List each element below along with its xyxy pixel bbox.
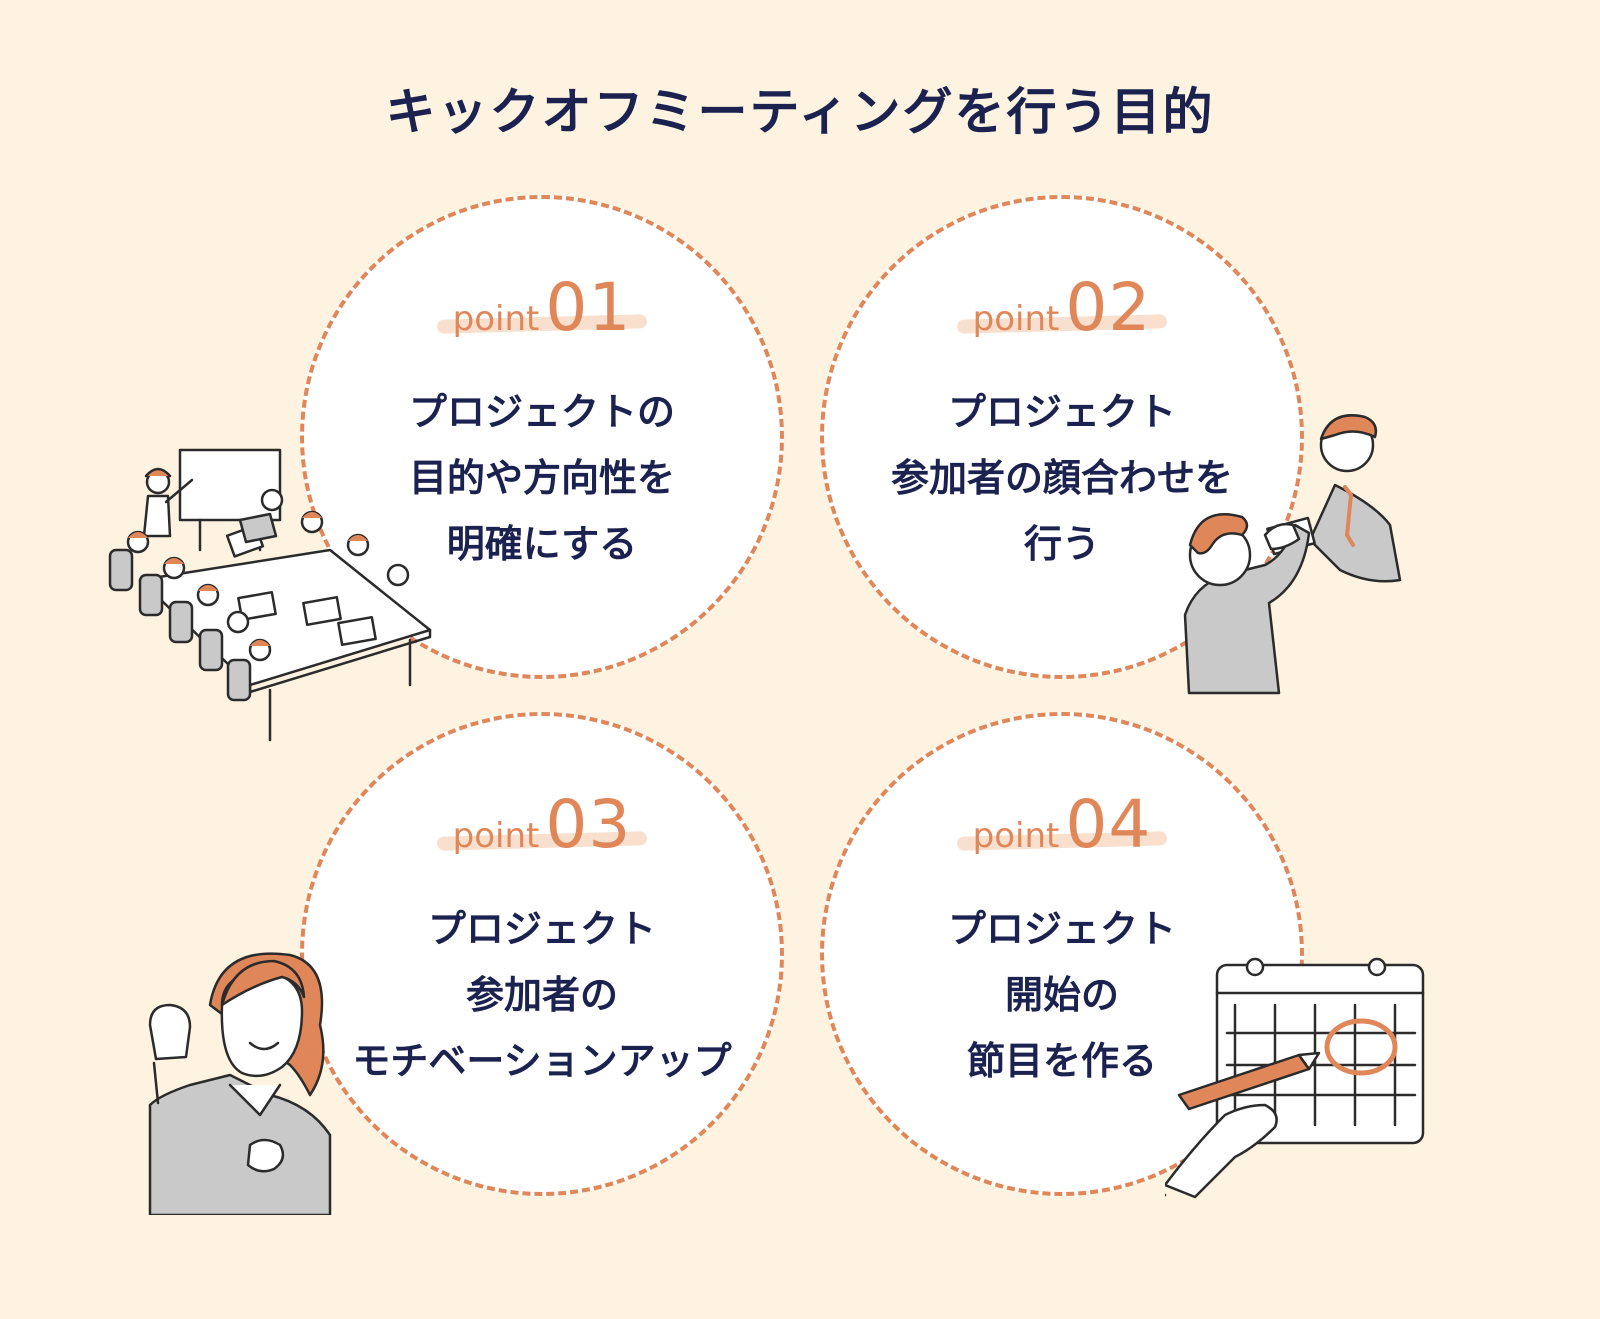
point-text-line: 参加者の顔合わせを — [890, 456, 1233, 500]
point-text-line: 行う — [1023, 522, 1100, 566]
point-text-line: 節目を作る — [966, 1039, 1157, 1083]
point-label-02: point02 — [824, 269, 1300, 346]
point-text-line: 明確にする — [446, 522, 638, 566]
meeting-illustration — [108, 448, 432, 742]
calendar-illustration — [1165, 957, 1425, 1199]
point-text-line: 開始の — [1004, 973, 1119, 1017]
point-word: point — [972, 299, 1060, 339]
point-label-03: point03 — [304, 786, 780, 863]
point-text-03: プロジェクト 参加者の モチベーションアップ — [304, 896, 780, 1094]
point-text-line: 目的や方向性を — [408, 456, 675, 500]
point-text-line: プロジェクト — [427, 907, 656, 951]
point-text-line: プロジェクト — [947, 390, 1176, 434]
point-text-line: プロジェクト — [947, 907, 1176, 951]
point-word: point — [972, 816, 1060, 856]
point-circle-02: point02 プロジェクト 参加者の顔合わせを 行う — [820, 195, 1304, 679]
point-text-line: プロジェクトの — [408, 390, 675, 434]
point-circle-04: point04 プロジェクト 開始の 節目を作る — [820, 712, 1304, 1196]
point-label-04: point04 — [824, 786, 1300, 863]
cheering-woman-illustration — [148, 952, 332, 1215]
point-text-line: 参加者の — [465, 973, 618, 1017]
page-title: キックオフミーティングを行う目的 — [385, 83, 1215, 141]
point-text-01: プロジェクトの 目的や方向性を 明確にする — [304, 379, 780, 577]
point-number: 03 — [545, 786, 632, 863]
point-text-line: モチベーションアップ — [352, 1039, 732, 1083]
point-word: point — [452, 816, 540, 856]
point-number: 02 — [1065, 269, 1152, 346]
point-word: point — [452, 299, 540, 339]
point-number: 04 — [1065, 786, 1152, 863]
business-card-exchange-illustration — [1183, 414, 1402, 695]
point-number: 01 — [545, 269, 632, 346]
point-text-02: プロジェクト 参加者の顔合わせを 行う — [824, 379, 1300, 577]
point-text-04: プロジェクト 開始の 節目を作る — [824, 896, 1300, 1094]
point-circle-03: point03 プロジェクト 参加者の モチベーションアップ — [300, 712, 784, 1196]
point-label-01: point01 — [304, 269, 780, 346]
